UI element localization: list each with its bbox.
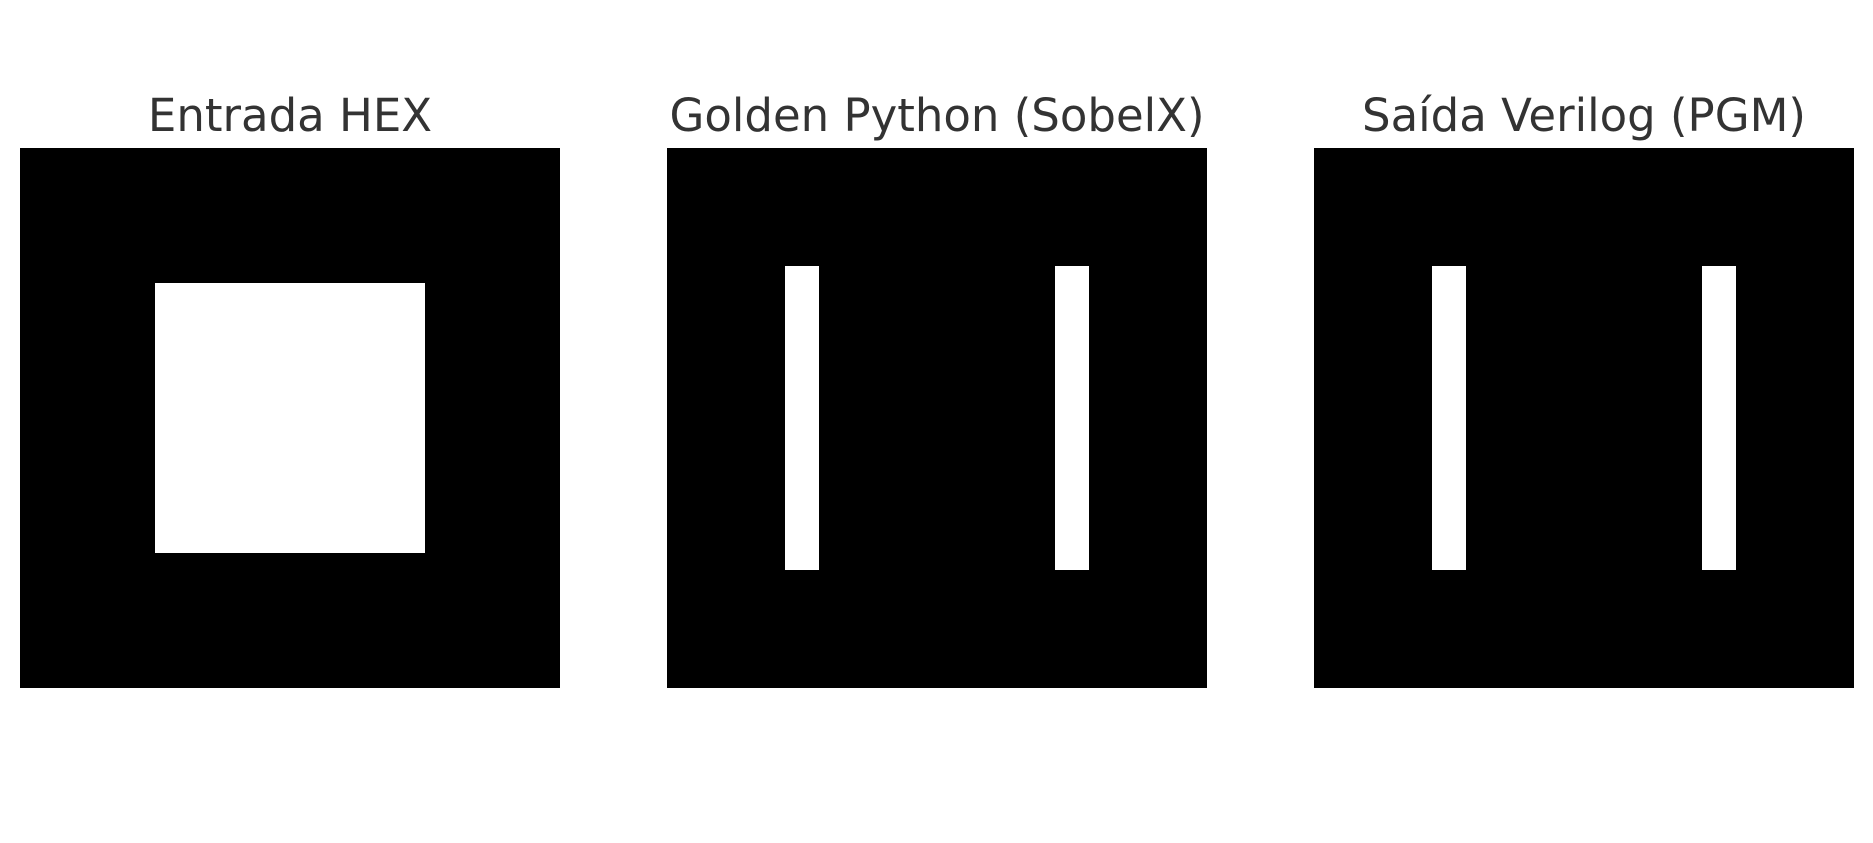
panel-title: Entrada HEX: [147, 89, 433, 142]
right-edge-bar: [1055, 266, 1089, 570]
white-square: [155, 283, 425, 553]
verilog-output-image: [1314, 148, 1854, 688]
input-image: [20, 148, 560, 688]
left-edge-bar: [1432, 266, 1466, 570]
panel-golden-python: Golden Python (SobelX): [667, 0, 1207, 843]
right-edge-bar: [1702, 266, 1736, 570]
panel-saida-verilog: Saída Verilog (PGM): [1314, 0, 1854, 843]
panel-title: Golden Python (SobelX): [669, 89, 1205, 142]
left-edge-bar: [785, 266, 819, 570]
panel-title: Saída Verilog (PGM): [1362, 89, 1806, 142]
panel-entrada-hex: Entrada HEX: [20, 0, 560, 843]
golden-output-image: [667, 148, 1207, 688]
